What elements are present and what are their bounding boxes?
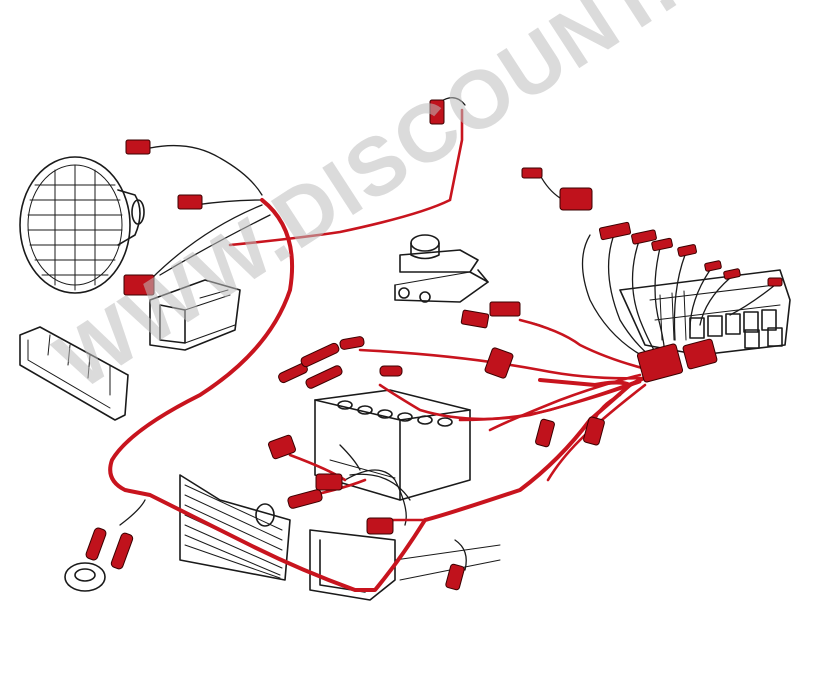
headlight [19, 156, 145, 294]
connector-plug [315, 473, 343, 491]
connector-plug [489, 301, 521, 317]
connector-plug [723, 268, 741, 280]
connector-plug [704, 260, 722, 272]
headlight-bucket [149, 279, 241, 351]
harness-trunk-left [108, 198, 662, 592]
connector-plug [125, 139, 151, 155]
auxiliary-wires [119, 97, 776, 571]
connector-plug [677, 244, 697, 257]
connector-plug [460, 309, 490, 329]
connector-plug [583, 416, 605, 446]
connector-plug [339, 336, 365, 350]
main-wiring-harness [108, 108, 662, 592]
battery-tray [309, 529, 501, 601]
turn-signal-lamp [19, 326, 129, 421]
connector-plug [445, 563, 465, 591]
junction-block [636, 343, 684, 383]
connector-plug [305, 365, 343, 389]
connector-plug [177, 194, 203, 210]
connector-plug [559, 187, 593, 211]
connector-plug [767, 277, 783, 287]
connector-plug [521, 167, 543, 179]
connector-plug [110, 532, 134, 570]
connector-plug [267, 434, 297, 460]
brake-master-cylinder [394, 234, 489, 303]
junction-block [682, 338, 718, 370]
grommet [64, 562, 106, 592]
connector-plug [379, 365, 403, 377]
connector-plug [651, 237, 673, 252]
connector-plug [85, 527, 107, 561]
connector-plug [535, 418, 555, 448]
connector-plug [300, 342, 340, 368]
connector-plug [631, 229, 657, 245]
radiator [179, 474, 291, 581]
connector-plug [287, 489, 323, 509]
connector-plug [598, 221, 632, 241]
connector-plug [123, 274, 155, 296]
connector-plugs [85, 99, 783, 591]
connector-plug [484, 347, 514, 379]
connector-plug [366, 517, 394, 535]
connector-plug [429, 99, 445, 125]
